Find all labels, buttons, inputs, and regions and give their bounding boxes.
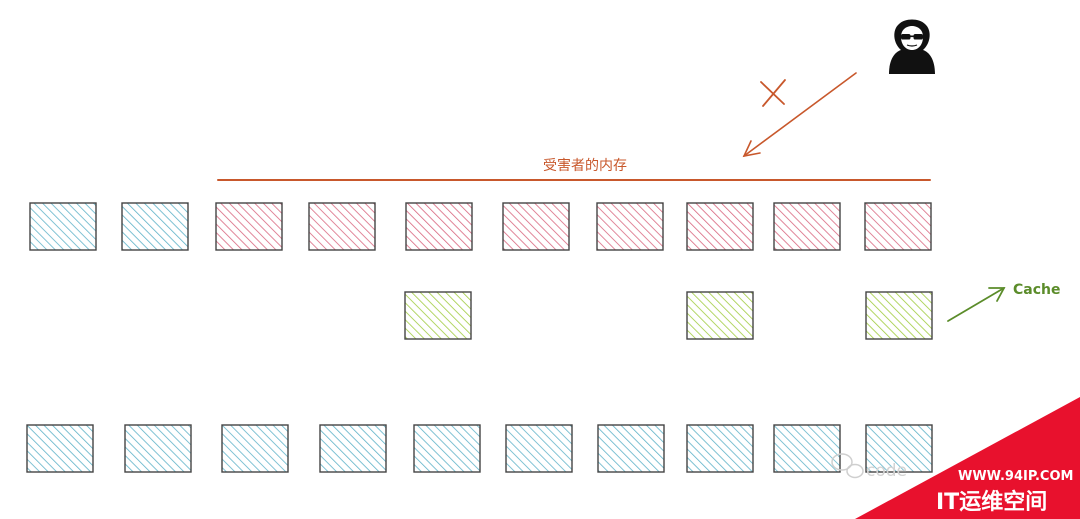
badge-background [855,397,1080,519]
memory-row-block-5-pink [405,202,473,251]
badge-url: WWW.94IP.COM [958,469,1073,484]
probe-row-block-4-blue [319,424,387,473]
hooded-hacker-icon [889,19,935,74]
memory-row-block-3-pink [215,202,283,251]
probe-row-block-5-blue [413,424,481,473]
probe-row-block-1-blue [26,424,94,473]
probe-row-block-6-blue [505,424,573,473]
probe-row-block-3-blue [221,424,289,473]
memory-row-block-4-pink [308,202,376,251]
cache-arrow [947,287,1006,322]
memory-row-block-8-pink [686,202,754,251]
cache-row-block-5-green [404,291,472,340]
probe-row-block-9-blue [773,424,841,473]
victim-memory-label: 受害者的内存 [543,158,627,174]
attack-arrow [742,72,857,158]
probe-row-block-7-blue [597,424,665,473]
probe-row-block-8-blue [686,424,754,473]
site-badge: WWW.94IP.COM IT运维空间 [855,397,1080,519]
memory-row-block-2-blue [121,202,189,251]
memory-row-block-6-pink [502,202,570,251]
memory-row-block-7-pink [596,202,664,251]
cache-row-block-10-green [865,291,933,340]
watermark: code [831,453,907,481]
cache-row-block-8-green [686,291,754,340]
blocked-cross-icon [760,79,786,107]
memory-row-block-1-blue [29,202,97,251]
probe-row-block-2-blue [124,424,192,473]
memory-row-block-9-pink [773,202,841,251]
memory-blocks [26,202,933,473]
wechat-icon [831,453,864,479]
badge-name: IT运维空间 [936,489,1047,515]
watermark-text: code [866,461,907,481]
cache-label: Cache [1013,282,1060,298]
probe-row-block-10-blue [865,424,933,473]
memory-row-block-10-pink [864,202,932,251]
